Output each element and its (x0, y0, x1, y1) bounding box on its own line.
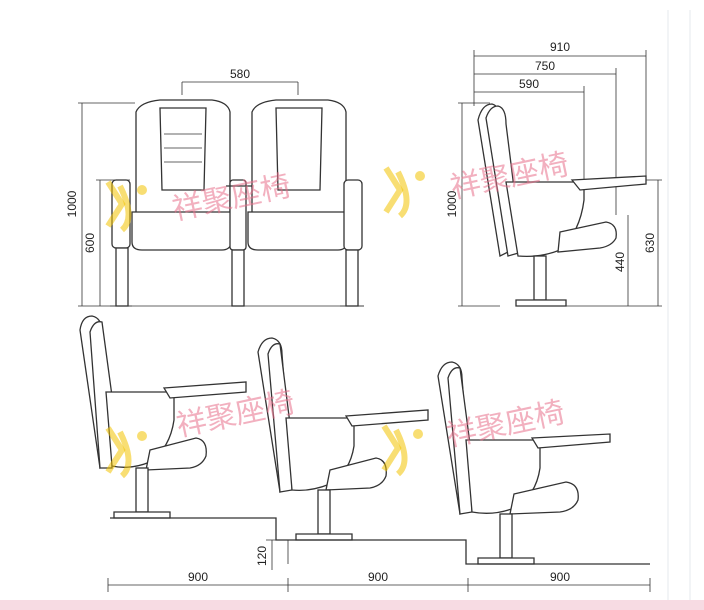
watermark-logo (383, 166, 425, 219)
watermark-logo (381, 424, 423, 477)
dim-side-tablet-height: 630 (643, 233, 657, 253)
dim-pitch-1: 900 (188, 570, 208, 584)
dim-step-height: 120 (255, 546, 269, 566)
dim-front-width: 580 (230, 67, 250, 81)
dim-side-seat-height: 440 (613, 252, 627, 272)
row-chair-2 (257, 337, 429, 541)
right-panel-edge (667, 10, 691, 600)
watermark-logo (105, 180, 147, 233)
dim-pitch-3: 900 (550, 570, 570, 584)
dim-front-seat-height: 600 (83, 233, 97, 253)
dim-side-depth-590: 590 (519, 77, 539, 91)
row-chair-1 (79, 315, 247, 519)
watermark-logo (105, 426, 147, 479)
dim-front-height: 1000 (65, 190, 79, 217)
side-view: 910 750 590 1000 440 630 (445, 40, 662, 307)
dim-side-height: 1000 (445, 190, 459, 217)
dim-side-depth-750: 750 (535, 59, 555, 73)
bottom-band (0, 600, 704, 610)
dim-side-depth-910: 910 (550, 40, 570, 54)
row-view: 120 900 900 900 (79, 315, 651, 592)
front-view: 580 1000 600 (65, 67, 364, 307)
row-chair-3 (437, 361, 611, 565)
dim-pitch-2: 900 (368, 570, 388, 584)
